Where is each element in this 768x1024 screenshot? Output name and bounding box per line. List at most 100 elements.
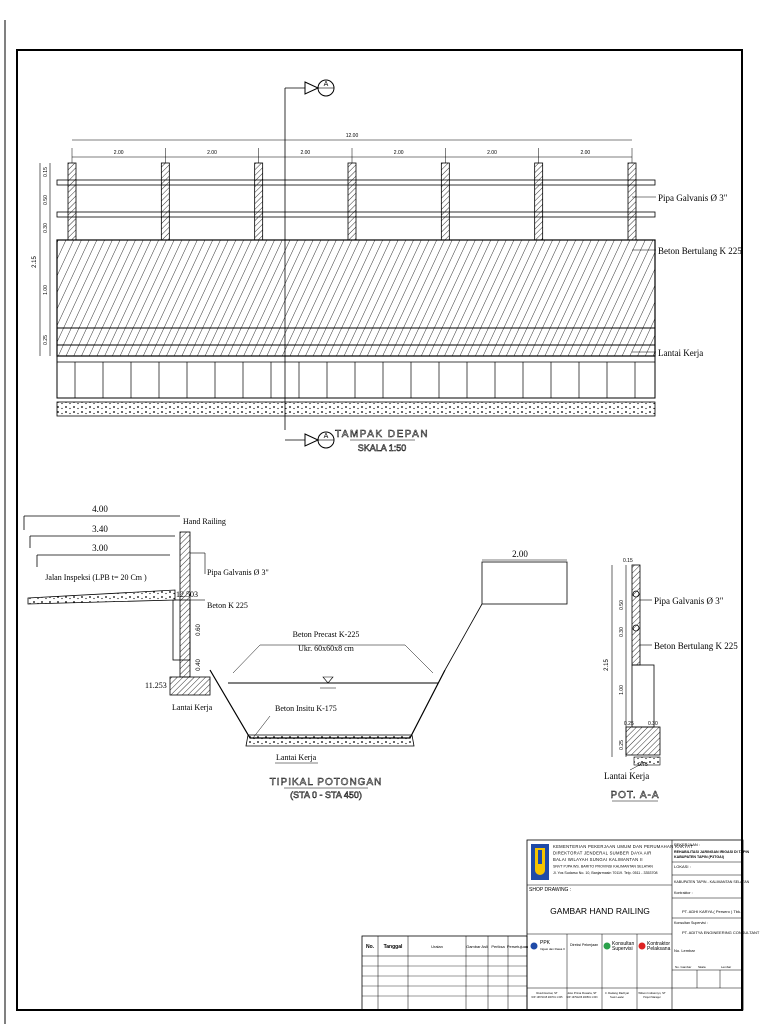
role-ppk: PPK — [540, 940, 551, 946]
label-floor: Lantai Kerja — [658, 348, 703, 358]
signatory-id: Project Manager — [643, 996, 661, 999]
kontraktor-icon — [638, 942, 646, 950]
section-aa: 2.15 0.15 0.50 0.30 1.00 0.25 0.25 0.30 … — [604, 558, 738, 802]
aa-label-beam: Beton Bertulang K 225 — [654, 641, 738, 651]
lembar-cell: Skala — [698, 965, 706, 969]
aa-pipe-icon-2 — [632, 624, 640, 632]
lokasi-value: KABUPATEN TAPIN - KALIMANTAN SELATAN — [674, 880, 750, 884]
signatory-id: NIP. 19791226 200501 1 003 — [567, 996, 599, 999]
railing-posts — [67, 148, 637, 241]
pu-logo — [531, 844, 549, 880]
railing-post — [254, 162, 264, 241]
revision-header: Uraian — [431, 944, 443, 949]
ministry-line: DIREKTORAT JENDERAL SUMBER DAYA AIR — [553, 851, 652, 856]
ppk-icon — [530, 942, 538, 950]
floor-bottom-label: Lantai Kerja — [276, 753, 317, 762]
revision-header: Gambar Asli — [466, 944, 488, 949]
railing-post — [534, 162, 544, 241]
dim-4-00: 4.00 — [92, 504, 108, 514]
wall-dim-2: 0.40 — [196, 659, 202, 671]
height-total: 2.15 — [32, 256, 38, 268]
height-upper: 0.50 — [43, 195, 49, 205]
span-dim: 2.00 — [394, 150, 404, 156]
drawing-title: GAMBAR HAND RAILING — [550, 906, 650, 916]
cross-section: 4.00 3.40 3.00 Jalan Inspeksi (LPB t= 20… — [23, 504, 568, 800]
revision-table — [361, 935, 528, 1011]
signatory-name: Ir. Dadang Rachyat — [605, 991, 629, 995]
cross-section-subtitle: (STA 0 - STA 450) — [290, 790, 362, 800]
railing-post — [440, 162, 450, 241]
shop-drawing-label: SHOP DRAWING : — [529, 887, 571, 893]
label-beam: Beton Bertulang K 225 — [658, 246, 742, 256]
dim-3-00: 3.00 — [92, 543, 108, 553]
insitu-label: Beton Insitu K-175 — [275, 704, 337, 713]
aa-title: POT. A-A — [610, 790, 659, 801]
beam-label: Beton K 225 — [207, 601, 248, 610]
concrete-beam — [56, 239, 656, 357]
water-level-icon — [322, 676, 334, 684]
aa-step1: 0.25 — [624, 721, 634, 727]
railing-post — [627, 162, 637, 241]
ministry-line: Jl. Yos Sudarso No. 10, Banjarmasin 7011… — [553, 871, 658, 875]
slope-box — [481, 561, 568, 605]
aa-upper: 0.50 — [619, 600, 625, 610]
floor-band — [56, 355, 656, 399]
span-dim: 2.00 — [580, 150, 590, 156]
dim-2-00: 2.00 — [512, 549, 528, 559]
aa-wall: 1.00 — [619, 685, 625, 695]
signatory-name: Joko Prima Rosaria, ST — [567, 991, 597, 995]
ministry-line: KEMENTERIAN PEKERJAAN UMUM DAN PERUMAHAN… — [553, 844, 693, 849]
aa-label-floor: Lantai Kerja — [604, 771, 649, 781]
lembar-cell: No. Gambar — [675, 965, 691, 969]
revision-header: No. — [366, 944, 375, 950]
height-top: 0.15 — [43, 167, 49, 177]
floor-ticks — [57, 361, 655, 398]
kontraktor-label: Kontraktor : — [674, 891, 693, 895]
hand-railing-label: Hand Railing — [183, 517, 226, 526]
ministry-lines: KEMENTERIAN PEKERJAAN UMUM DAN PERUMAHAN… — [553, 844, 693, 875]
gravel-bed — [56, 401, 656, 417]
wall-body — [172, 599, 191, 661]
aa-post — [631, 564, 641, 666]
elev-bottom: 11.253 — [145, 681, 167, 690]
pekerjaan-label: PEKERJAAN : — [674, 842, 700, 847]
height-wall: 1.00 — [43, 285, 49, 295]
role-ppk-sub: Irigasi dan Rawa II — [540, 947, 565, 951]
height-gap: 0.30 — [43, 223, 49, 233]
aa-label-pipe: Pipa Galvanis Ø 3" — [654, 596, 724, 606]
signatory-id: NIP. 19671015 200701 1 005 — [532, 996, 564, 999]
revision-header: Tanggal — [384, 944, 403, 950]
wall-footing — [169, 676, 211, 696]
inspection-road — [27, 589, 176, 605]
ministry-line: BALAI WILAYAH SUNGAI KALIMANTAN II — [553, 857, 643, 862]
konsultan-label: Konsultan Supervisi : — [674, 921, 708, 925]
wall-dim-1: 0.60 — [196, 624, 202, 636]
aa-base: 0.25 — [619, 740, 625, 750]
span-dim: 2.00 — [487, 150, 497, 156]
signatory-name: Rusdi Harnai, ST — [536, 991, 558, 995]
dim-3-40: 3.40 — [92, 524, 108, 534]
railing-post — [160, 162, 170, 241]
precast-size: Ukr. 60x60x8 cm — [298, 644, 355, 653]
front-view-scale: SKALA 1:50 — [358, 443, 407, 453]
railing-post — [67, 162, 77, 241]
precast-label: Beton Precast K-225 — [293, 630, 360, 639]
right-bank — [444, 603, 483, 671]
section-marker-label: A — [324, 81, 329, 88]
railing-post — [347, 162, 357, 241]
precast-leader — [232, 644, 434, 674]
ministry-line: SNVT PJPA WS. BARITO PROVINSI KALIMANTAN… — [553, 865, 653, 869]
aa-footing — [625, 726, 661, 756]
revision-header: Persetujuan — [507, 944, 528, 949]
cross-section-title: TIPIKAL POTONGAN — [270, 777, 383, 788]
aa-wall-body — [631, 664, 655, 728]
height-base: 0.25 — [43, 335, 49, 345]
konsultan-value: PT. ADITYA ENGINEERING CONSULTANT — [682, 930, 760, 935]
aa-total: 2.15 — [604, 659, 610, 671]
